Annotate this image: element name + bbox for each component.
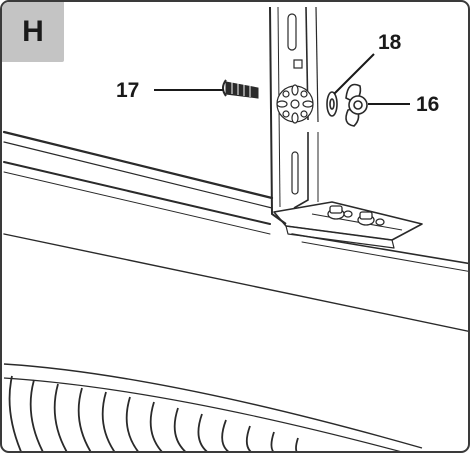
screw-17 — [222, 79, 259, 99]
panel-letter: H — [22, 15, 44, 48]
leader-lines — [154, 53, 410, 105]
leader-line-18 — [333, 53, 375, 95]
grille — [3, 363, 423, 451]
callout-17: 17 — [116, 79, 140, 102]
bracket-foot — [273, 201, 423, 249]
foot-nuts — [327, 205, 385, 226]
panel-badge: H — [2, 2, 64, 62]
callout-16: 16 — [416, 93, 440, 116]
wing-nut-16 — [345, 83, 368, 127]
callout-18: 18 — [378, 31, 402, 54]
rail — [2, 130, 468, 332]
bracket-holes — [276, 84, 314, 124]
washer-18 — [326, 91, 338, 117]
